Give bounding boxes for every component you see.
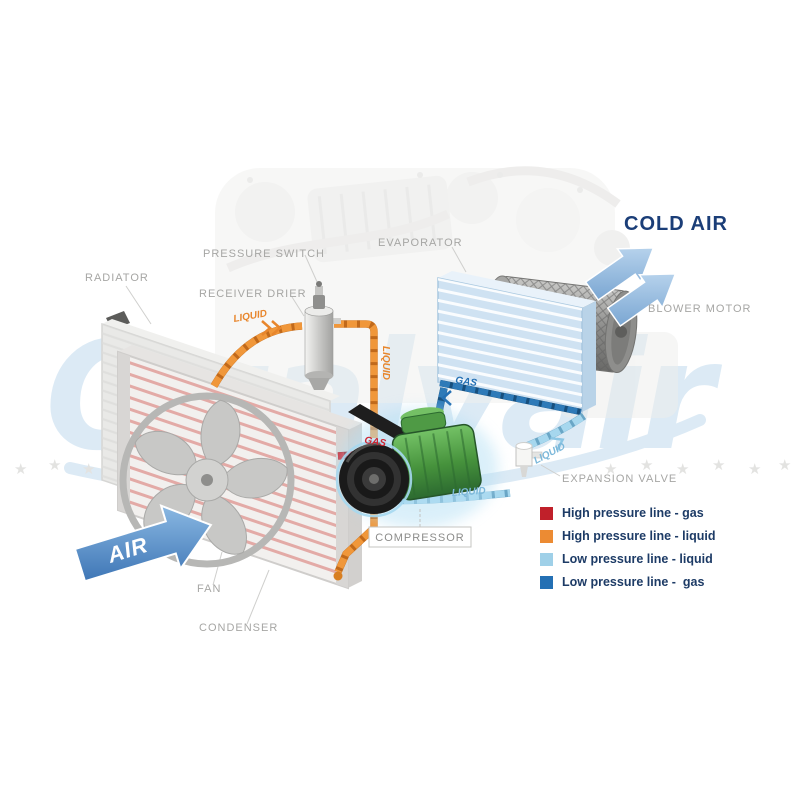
label-blower-motor: BLOWER MOTOR	[648, 303, 751, 315]
label-evaporator: EVAPORATOR	[378, 237, 463, 249]
pressure-switch-graphic	[313, 281, 325, 309]
svg-text:★: ★	[712, 456, 725, 474]
evaporator-graphic	[437, 271, 596, 416]
compressor-label-box: COMPRESSOR	[368, 508, 472, 548]
cold-air-arrows	[584, 247, 677, 328]
legend-swatch-high-pressure-gas	[540, 506, 553, 520]
label-cold-air: COLD AIR	[624, 213, 728, 235]
pipe-label-gas-compressor-condenser: GAS	[364, 435, 387, 449]
label-receiver-drier: RECEIVER DRIER	[199, 288, 307, 300]
expansion-valve-graphic	[515, 442, 543, 477]
receiver-drier-graphic	[304, 281, 341, 390]
legend-swatch-high-pressure-liquid	[540, 529, 553, 543]
legend-item-high-pressure-liquid: High pressure line - liquid	[540, 529, 716, 543]
legend-label: Low pressure line - liquid	[562, 552, 713, 566]
component-labels: RADIATOR PRESSURE SWITCH RECEIVER DRIER …	[85, 213, 751, 634]
pipe-label-gas-evaporator-compressor: GAS	[455, 375, 478, 389]
leader-lines	[125, 246, 646, 625]
compressor-pulley	[335, 440, 413, 518]
label-condenser: CONDENSER	[199, 622, 278, 634]
legend-item-low-pressure-gas: Low pressure line - gas	[540, 575, 716, 589]
legend-item-low-pressure-liquid: Low pressure line - liquid	[540, 552, 716, 566]
label-pressure-switch: PRESSURE SWITCH	[203, 248, 325, 260]
legend-label: High pressure line - gas	[562, 506, 704, 520]
label-fan: FAN	[197, 583, 221, 595]
label-compressor: COMPRESSOR	[375, 532, 464, 544]
air-arrow: AIR	[73, 504, 213, 583]
label-radiator: RADIATOR	[85, 272, 149, 284]
legend: High pressure line - gas High pressure l…	[540, 506, 716, 589]
legend-swatch-low-pressure-gas	[540, 575, 553, 589]
label-expansion-valve: EXPANSION VALVE	[562, 473, 677, 485]
legend-label: Low pressure line - gas	[562, 575, 705, 589]
svg-text:★: ★	[748, 460, 761, 478]
pipe-labels: LIQUID LIQUID GAS GAS LIQUID LIQUID	[233, 308, 568, 499]
cold-air-arrow	[606, 273, 677, 328]
pipe-label-liquid-to-valve: LIQUID	[451, 486, 486, 499]
legend-item-high-pressure-gas: High pressure line - gas	[540, 506, 716, 520]
legend-label: High pressure line - liquid	[562, 529, 716, 543]
svg-text:★: ★	[640, 456, 653, 474]
svg-text:★: ★	[604, 460, 617, 478]
svg-text:★: ★	[48, 456, 61, 474]
svg-text:★: ★	[778, 456, 791, 474]
pipe-label-liquid-drier-down: LIQUID	[380, 346, 391, 380]
legend-swatch-low-pressure-liquid	[540, 552, 553, 566]
fan-graphic	[119, 392, 295, 568]
cold-air-arrow	[584, 247, 655, 302]
svg-text:★: ★	[14, 460, 27, 478]
compressor-graphic	[335, 404, 498, 528]
svg-text:★: ★	[676, 460, 689, 478]
svg-text:★: ★	[82, 460, 95, 478]
